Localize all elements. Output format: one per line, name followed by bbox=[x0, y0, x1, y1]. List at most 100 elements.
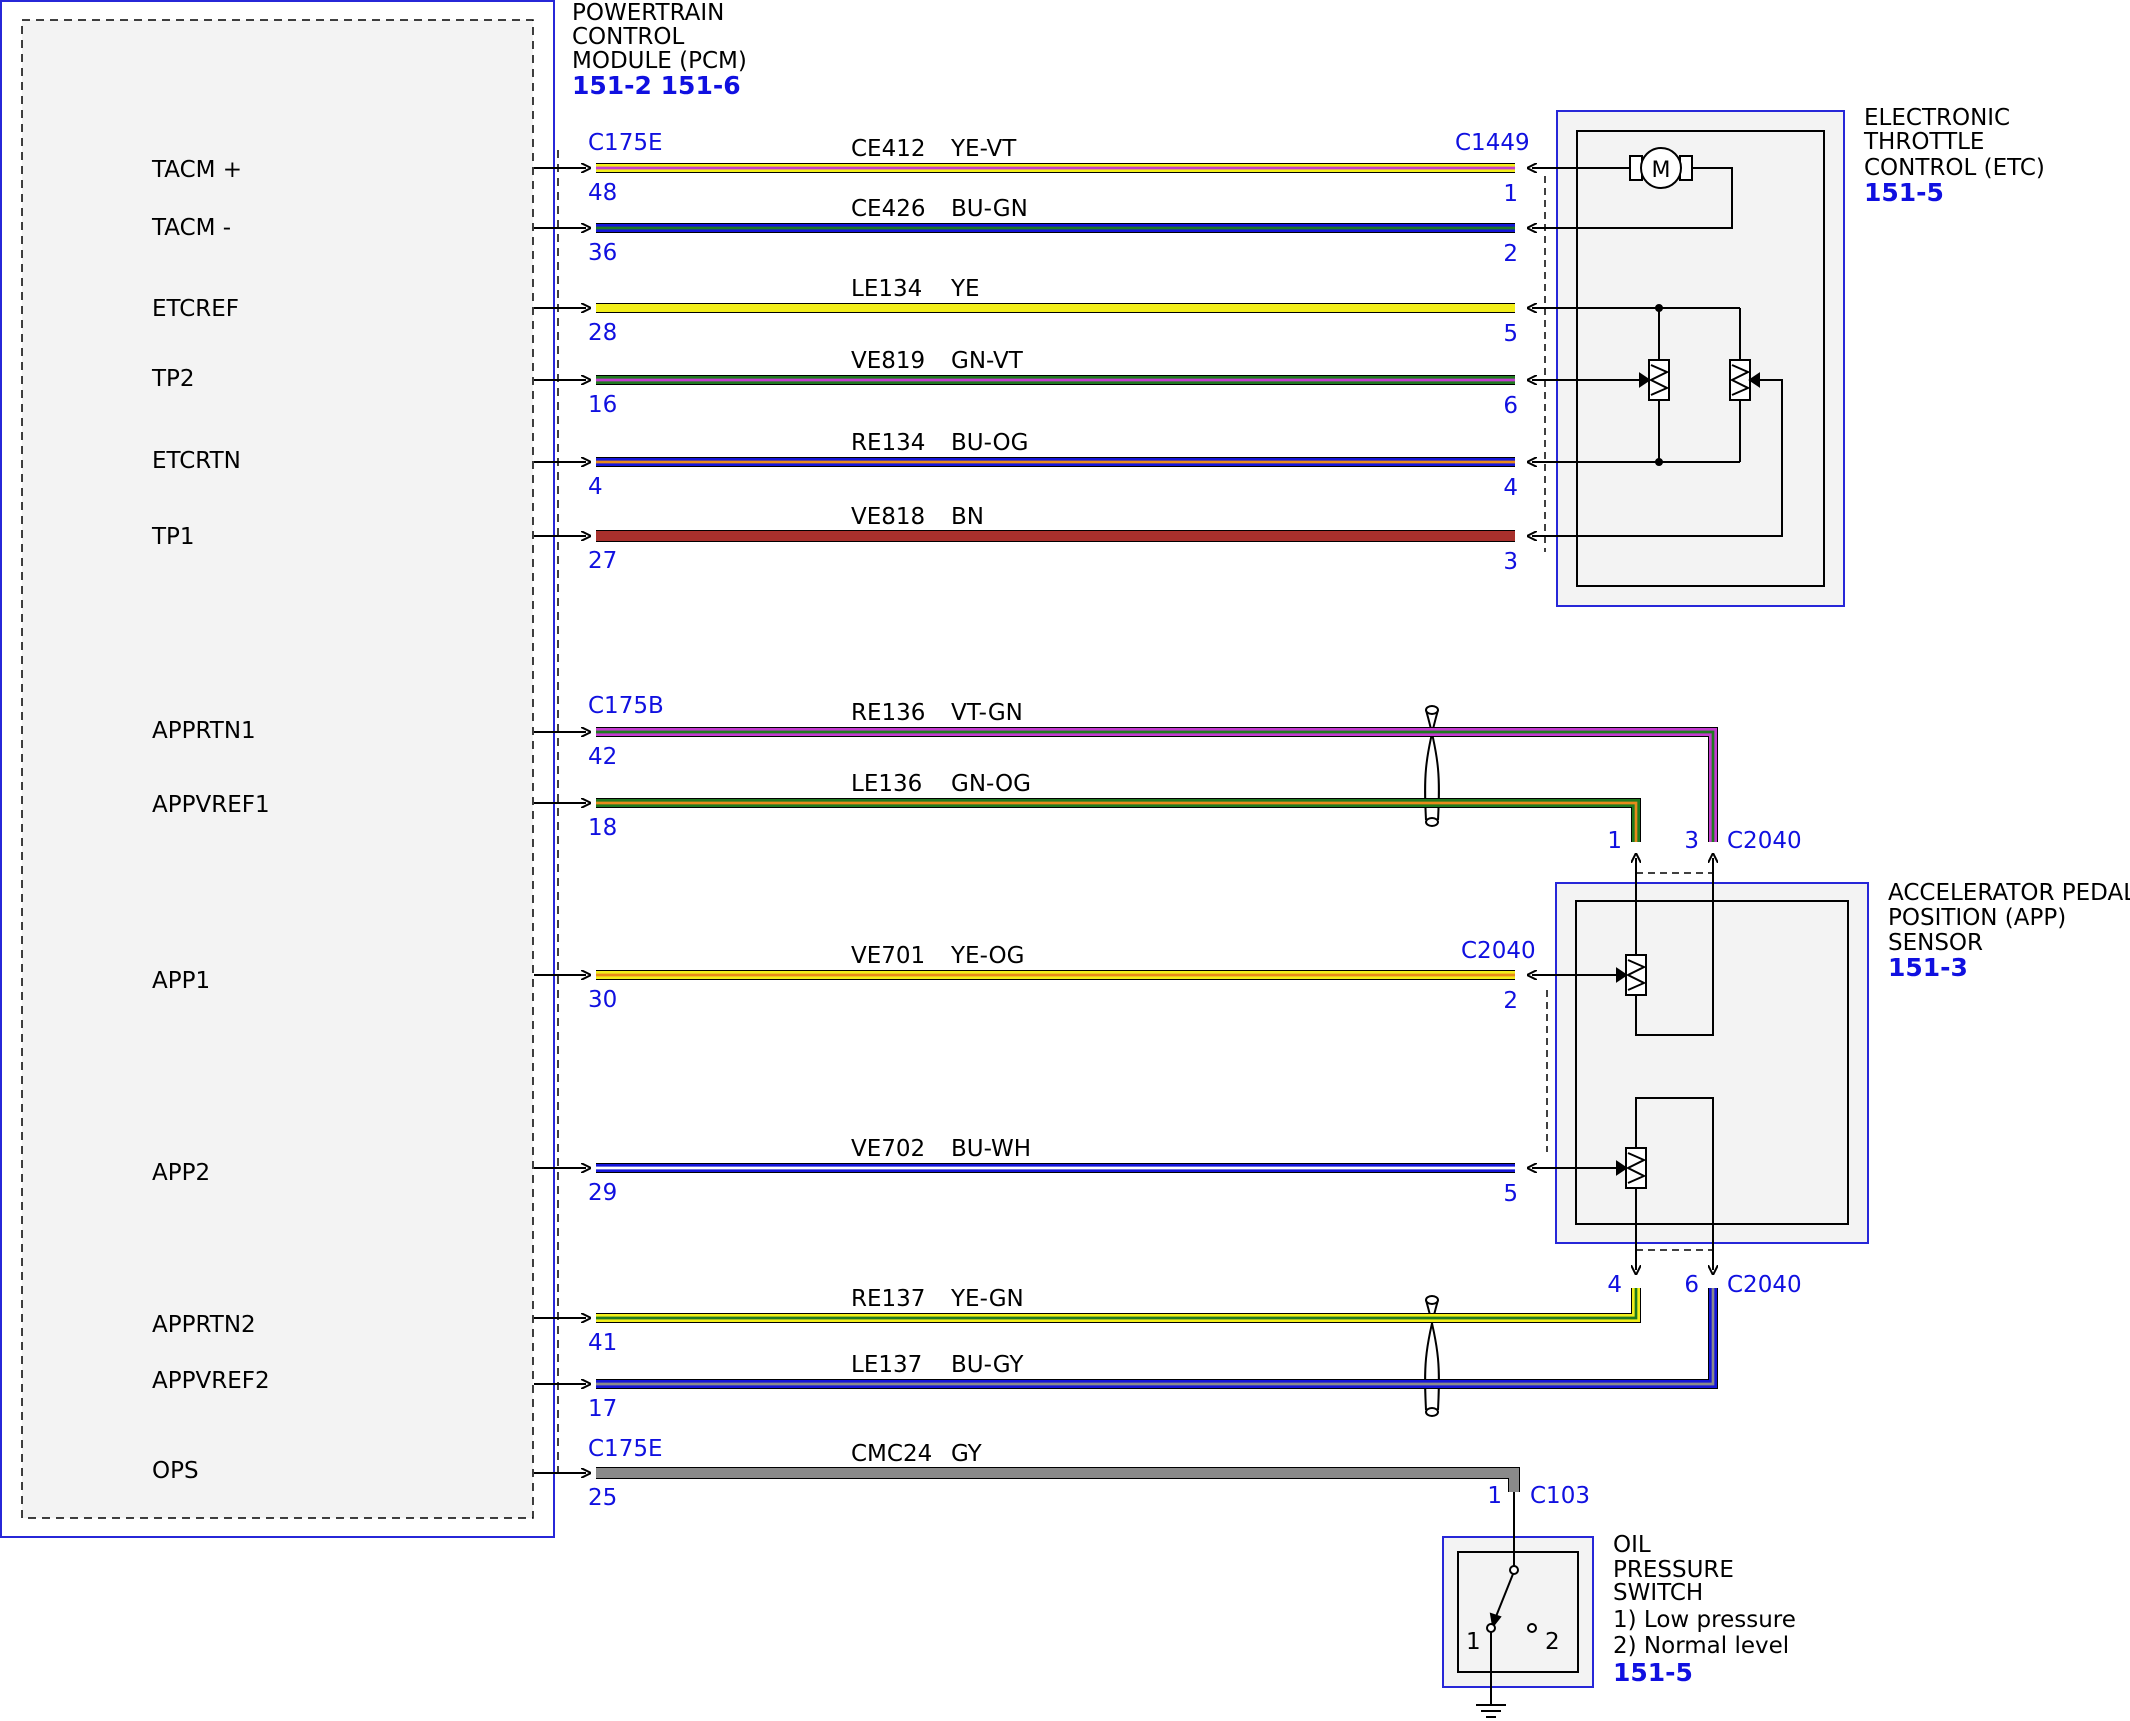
svg-text:M: M bbox=[1652, 158, 1671, 183]
wire-color-re134: BU-OG bbox=[951, 430, 1028, 456]
pcm-signal-labels: TACM + TACM - ETCREF TP2 ETCRTN TP1 APPR… bbox=[151, 157, 270, 1484]
signal-tacm-plus: TACM + bbox=[151, 157, 242, 183]
ops-state-low: 1) Low pressure bbox=[1613, 1607, 1796, 1633]
wire-re136-stripe bbox=[596, 730, 1715, 842]
wire-color-ve701: YE-OG bbox=[950, 943, 1024, 969]
signal-etcref: ETCREF bbox=[152, 296, 239, 322]
oil-pressure-switch-module: OIL PRESSURE SWITCH 1) Low pressure 2) N… bbox=[1442, 1490, 1796, 1718]
wire-color-ce412: YE-VT bbox=[950, 136, 1017, 162]
pcm-pin-ce426: 36 bbox=[588, 240, 617, 266]
pcm-title-line-1: POWERTRAIN bbox=[572, 0, 724, 26]
circuit-ve818: VE818 bbox=[851, 504, 925, 530]
circuit-cmc24: CMC24 bbox=[851, 1441, 932, 1467]
wire-le137-outline bbox=[596, 1288, 1718, 1389]
wire-color-ce426: BU-GN bbox=[951, 196, 1028, 222]
etc-module: ELECTRONIC THROTTLE CONTROL (ETC) 151-5 … bbox=[1540, 105, 2045, 607]
connector-c175e-top: C175E bbox=[588, 130, 663, 156]
signal-appvref1: APPVREF1 bbox=[152, 792, 270, 818]
etc-title-line-2: THROTTLE bbox=[1863, 129, 1984, 155]
far-pin-cmc24: 1 bbox=[1487, 1483, 1502, 1509]
circuit-ce426: CE426 bbox=[851, 196, 926, 222]
wire-color-re137: YE-GN bbox=[950, 1286, 1024, 1312]
wire-re137-outline bbox=[596, 1288, 1641, 1323]
pcm-pin-le137: 17 bbox=[588, 1396, 617, 1422]
circuit-le137: LE137 bbox=[851, 1352, 922, 1378]
signal-ops: OPS bbox=[152, 1458, 199, 1484]
wire-le137 bbox=[596, 1288, 1717, 1388]
pcm-pin-re134: 4 bbox=[588, 474, 603, 500]
far-pin-ce426: 2 bbox=[1503, 241, 1518, 267]
app-title-line-2: POSITION (APP) bbox=[1888, 905, 2066, 931]
wire-color-ve818: BN bbox=[951, 504, 984, 530]
connector-labels: C175E C1449 C175B C2040 C2040 C2040 C175… bbox=[588, 130, 1802, 1509]
far-pin-ve702: 5 bbox=[1503, 1181, 1518, 1207]
pcm-pin-ve702: 29 bbox=[588, 1180, 617, 1206]
pcm-pin-re136: 42 bbox=[588, 744, 617, 770]
pcm-pin-ce412: 48 bbox=[588, 180, 617, 206]
switch-pin-1: 1 bbox=[1466, 1629, 1481, 1655]
pcm-pin-ve818: 27 bbox=[588, 548, 617, 574]
signal-appvref2: APPVREF2 bbox=[152, 1368, 270, 1394]
far-pin-re137: 4 bbox=[1607, 1272, 1622, 1298]
circuit-re136: RE136 bbox=[851, 700, 925, 726]
app-reference: 151-3 bbox=[1888, 953, 1968, 982]
wire-re136-outline bbox=[596, 727, 1718, 842]
ops-title-line-2: PRESSURE bbox=[1613, 1557, 1734, 1583]
signal-etcrtn: ETCRTN bbox=[152, 448, 241, 474]
switch-icon bbox=[1476, 1490, 1537, 1718]
signal-tp2: TP2 bbox=[151, 366, 195, 392]
circuit-re137: RE137 bbox=[851, 1286, 925, 1312]
switch-pin-2: 2 bbox=[1545, 1629, 1560, 1655]
far-pin-le134: 5 bbox=[1503, 321, 1518, 347]
etc-title-line-1: ELECTRONIC bbox=[1864, 105, 2010, 131]
pcm-title-line-3: MODULE (PCM) bbox=[572, 48, 747, 74]
circuit-ve701: VE701 bbox=[851, 943, 925, 969]
circuit-ve819: VE819 bbox=[851, 348, 925, 374]
twisted-pair-icon bbox=[1424, 705, 1440, 1417]
connector-c1449: C1449 bbox=[1455, 130, 1530, 156]
signal-apprtn2: APPRTN2 bbox=[152, 1312, 256, 1338]
pcm-pin-re137: 41 bbox=[588, 1330, 617, 1356]
app-title-line-1: ACCELERATOR PEDAL bbox=[1888, 880, 2130, 906]
ops-title-line-3: SWITCH bbox=[1613, 1580, 1703, 1606]
signal-apprtn1: APPRTN1 bbox=[152, 718, 256, 744]
far-pin-le137: 6 bbox=[1684, 1272, 1699, 1298]
far-pin-le136: 1 bbox=[1607, 828, 1622, 854]
connector-c103: C103 bbox=[1530, 1483, 1590, 1509]
far-pin-re136: 3 bbox=[1684, 828, 1699, 854]
wire-color-ve819: GN-VT bbox=[951, 348, 1024, 374]
wire-color-ve702: BU-WH bbox=[951, 1136, 1031, 1162]
wire-color-le136: GN-OG bbox=[951, 771, 1031, 797]
signal-tacm-minus: TACM - bbox=[151, 215, 231, 241]
connector-c2040-lower: C2040 bbox=[1727, 1272, 1802, 1298]
circuit-ce412: CE412 bbox=[851, 136, 926, 162]
connector-c2040-upper: C2040 bbox=[1727, 828, 1802, 854]
wire-color-cmc24: GY bbox=[951, 1441, 983, 1467]
far-pin-ve818: 3 bbox=[1503, 549, 1518, 575]
circuit-le136: LE136 bbox=[851, 771, 922, 797]
pcm-module: POWERTRAIN CONTROL MODULE (PCM) 151-2 15… bbox=[0, 0, 747, 1538]
c2040-connector-frame bbox=[1546, 872, 1713, 1251]
wire-color-re136: VT-GN bbox=[951, 700, 1023, 726]
pcm-pin-ve819: 16 bbox=[588, 392, 617, 418]
pcm-pin-ve701: 30 bbox=[588, 987, 617, 1013]
wire-re136 bbox=[596, 728, 1717, 842]
app-title-line-3: SENSOR bbox=[1888, 930, 1983, 956]
app-sensor-module: ACCELERATOR PEDAL POSITION (APP) SENSOR … bbox=[1540, 858, 2130, 1255]
wire-color-le134: YE bbox=[950, 276, 980, 302]
ops-reference: 151-5 bbox=[1613, 1658, 1693, 1687]
pcm-title-line-2: CONTROL bbox=[572, 24, 685, 50]
wire-cmc24 bbox=[596, 1468, 1519, 1492]
circuit-ve702: VE702 bbox=[851, 1136, 925, 1162]
pcm-pin-cmc24: 25 bbox=[588, 1485, 617, 1511]
far-pin-ce412: 1 bbox=[1503, 181, 1518, 207]
pcm-pin-le134: 28 bbox=[588, 320, 617, 346]
etc-title-line-3: CONTROL (ETC) bbox=[1864, 155, 2045, 181]
etc-reference: 151-5 bbox=[1864, 178, 1944, 207]
far-pin-re134: 4 bbox=[1503, 475, 1518, 501]
connector-c175b: C175B bbox=[588, 693, 664, 719]
ops-state-normal: 2) Normal level bbox=[1613, 1633, 1789, 1659]
signal-tp1: TP1 bbox=[151, 524, 195, 550]
